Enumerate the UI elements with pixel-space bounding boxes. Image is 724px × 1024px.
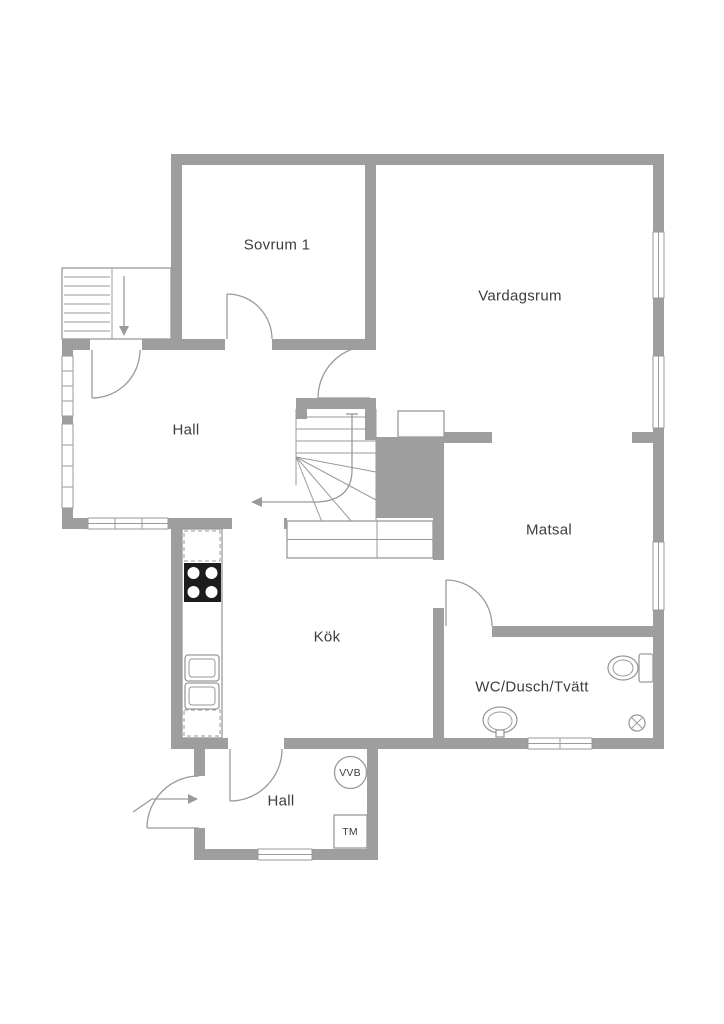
wall-matsal-divider-right [632, 432, 653, 443]
chimney-block [376, 437, 444, 518]
staircase [251, 409, 377, 523]
room-label-matsal: Matsal [526, 521, 572, 539]
washbasin [482, 706, 518, 738]
door-openings [90, 339, 444, 828]
wall-stair-stub [296, 409, 307, 419]
wall-top [171, 154, 664, 165]
door-opening-hall-kok [232, 518, 284, 529]
door-opening-porch [90, 339, 142, 350]
window-matsal [652, 541, 665, 611]
water-heater-symbol [333, 755, 368, 790]
door-opening-entry [194, 776, 205, 828]
wall-sovrum-divider [365, 154, 376, 344]
entrance-stairs [61, 267, 172, 340]
door-opening-kok-matsal [433, 560, 444, 608]
window-vardagsrum-1 [652, 231, 665, 299]
room-label-kok: Kök [313, 628, 341, 646]
wall-matsal-divider-left [444, 432, 492, 443]
window-wc [527, 737, 593, 750]
door-kok-hall [229, 748, 283, 802]
entry-direction-arrow [132, 794, 198, 813]
doors [91, 293, 493, 829]
window-hall-left-1 [61, 355, 74, 417]
wall-bottomhall-right [367, 749, 378, 860]
dishwasher [183, 530, 221, 562]
kitchen-sink [184, 654, 220, 710]
floor-drain [628, 714, 646, 732]
door-sovrum [226, 293, 273, 340]
wall-right [653, 154, 664, 749]
window-hall-bottom [87, 517, 169, 530]
label-tm: TM [342, 826, 358, 838]
wall-wc-top [492, 626, 664, 637]
door-wc [445, 579, 493, 627]
window-vardagsrum-2 [652, 355, 665, 429]
door-vardagsrum [317, 345, 371, 399]
stove [184, 563, 221, 602]
wc-fixtures [482, 653, 654, 738]
window-hall-left-2 [61, 423, 74, 509]
room-label-sovrum1: Sovrum 1 [243, 236, 311, 254]
stair-treads [295, 416, 377, 523]
room-label-hall-lower: Hall [267, 792, 295, 810]
wall-kitchen-left [171, 518, 182, 749]
toilet [607, 653, 654, 683]
window-bottomhall [257, 848, 313, 861]
porch-direction-arrow [119, 276, 129, 336]
appliance-cabinet [183, 709, 221, 737]
wall-left-upper [171, 154, 182, 350]
wall-bottom [171, 738, 664, 749]
fireplace [397, 410, 445, 438]
kitchen-fixtures [181, 528, 223, 739]
room-label-wc: WC/Dusch/Tvätt [475, 678, 589, 696]
room-label-hall-upper: Hall [172, 421, 200, 439]
closets [286, 520, 434, 559]
stair-direction-arrow [251, 413, 358, 507]
door-opening-sovrum [225, 339, 272, 350]
label-vvb: VVB [339, 767, 361, 779]
walls [62, 154, 664, 860]
washing-machine-symbol [333, 814, 368, 849]
wall-hall-top [62, 339, 376, 350]
door-entry [146, 775, 200, 829]
wall-kitchen-right [433, 518, 444, 749]
wall-vardagsrum-connector [365, 398, 376, 440]
room-label-vardagsrum: Vardagsrum [478, 287, 562, 305]
door-opening-kok-hall [228, 738, 284, 749]
wall-stair-top [296, 398, 376, 409]
door-porch [91, 349, 141, 399]
windows [61, 231, 665, 861]
